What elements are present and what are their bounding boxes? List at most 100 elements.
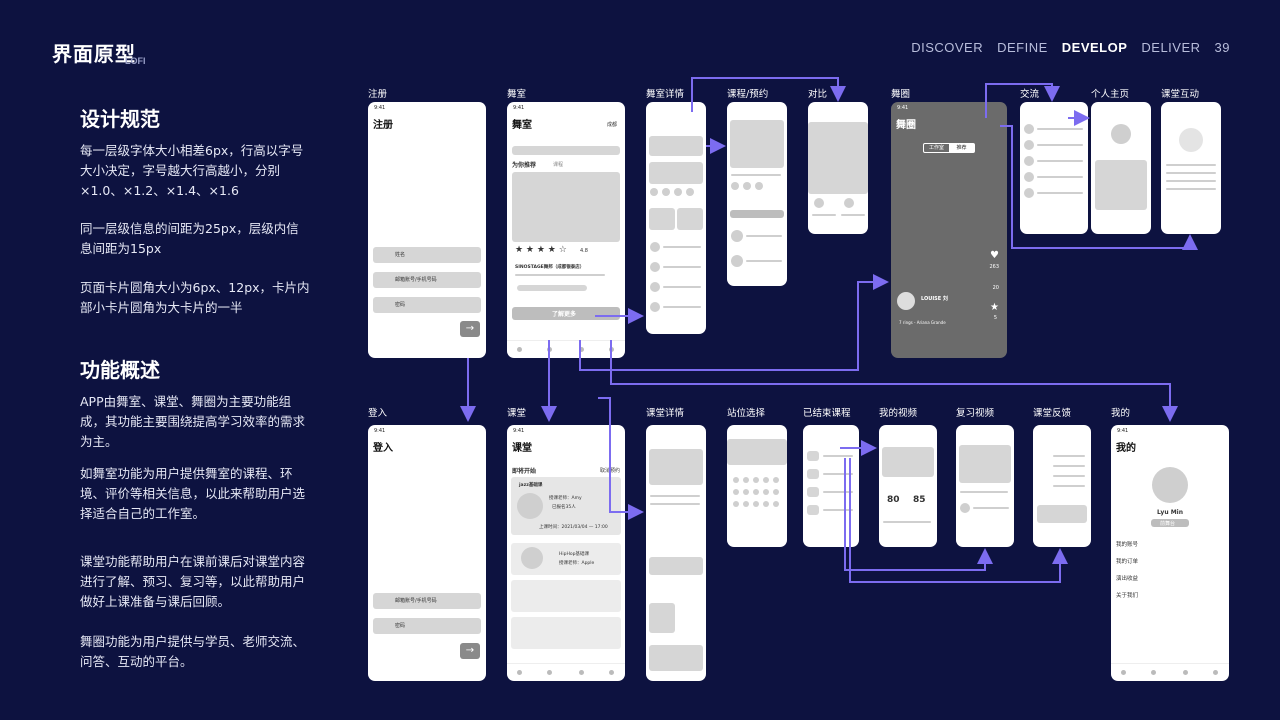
label-chat: 交流 (1020, 89, 1040, 100)
circle-username: LOUISE 刘 (921, 296, 948, 302)
phone-studio-detail (646, 102, 706, 334)
label-profile: 个人主页 (1091, 89, 1130, 100)
studio-more-label: 了解更多 (552, 311, 577, 318)
login-title: 登入 (373, 443, 393, 454)
register-title: 注册 (373, 120, 393, 131)
func-p4: 舞圈功能为用户提供与学员、老师交流、问答、互动的平台。 (80, 634, 306, 669)
classroom-title: 课堂 (512, 443, 532, 454)
func-p3: 课堂功能帮助用户在课前课后对课堂内容进行了解、预习、复习等，以此帮助用户做好上课… (80, 554, 306, 609)
func-heading: 功能概述 (80, 358, 160, 382)
course1-name: jazz基础课 (519, 483, 543, 488)
phone-class-interact (1161, 102, 1221, 234)
name-field[interactable]: 姓名 (373, 247, 481, 263)
email-field[interactable]: 邮箱账号/手机号码 (373, 272, 481, 288)
studio-more-button[interactable]: 了解更多 (512, 307, 620, 320)
circle-tab-studio[interactable]: 工作室 (928, 145, 944, 151)
label-review-video: 复习视频 (956, 408, 995, 419)
mine-stage-label: 前舞台 (1160, 521, 1176, 527)
status-time: 9:41 (897, 105, 909, 111)
phone-mine: 9:41 我的 Lyu Min 前舞台 我的账号 我的订单 演出收益 关于我们 (1111, 425, 1229, 681)
label-my-video: 我的视频 (879, 408, 918, 419)
circle-title: 舞圈 (896, 120, 916, 131)
nav-discover[interactable]: DISCOVER (911, 40, 984, 55)
nav-define[interactable]: DEFINE (997, 40, 1048, 55)
phone-course-booking (727, 102, 787, 286)
studio-tab-course[interactable]: 课程 (553, 162, 564, 168)
phone-circle: 9:41 舞圈 工作室推荐 ♥ 263 20 ★ 5 LOUISE 刘 7 ri… (891, 102, 1007, 358)
name-field-label: 姓名 (395, 252, 406, 258)
studio-rating: 4.8 (580, 248, 588, 254)
course1-time: 上课时间：2021/03/04 — 17:00 (539, 525, 608, 530)
label-feedback: 课堂反馈 (1033, 408, 1072, 419)
menu-about[interactable]: 关于我们 (1116, 593, 1139, 599)
phone-chat (1020, 102, 1088, 234)
design-p3: 页面卡片圆角大小为6px、12px，卡片内部小卡片圆角为大卡片的一半 (80, 280, 310, 315)
circle-music: 7 rings - Ariana Grande (899, 320, 946, 325)
studio-city[interactable]: 成都 (606, 122, 617, 128)
menu-account[interactable]: 我的账号 (1116, 542, 1139, 548)
phone-finished (803, 425, 859, 547)
menu-orders[interactable]: 我的订单 (1116, 559, 1139, 565)
course1-count: 已报名35人 (552, 505, 576, 510)
label-class-interact: 课堂互动 (1161, 89, 1200, 100)
arrow-to-circle (579, 274, 889, 371)
cancel-booking[interactable]: 取消预约 (599, 468, 620, 474)
mine-stage-button[interactable]: 前舞台 (1151, 519, 1189, 527)
circle-tabs[interactable]: 工作室推荐 (923, 143, 975, 153)
menu-earnings[interactable]: 演出收益 (1116, 576, 1139, 582)
score-1: 80 (887, 495, 900, 505)
comments-count: 20 (992, 285, 999, 291)
login-password-label: 密码 (395, 623, 406, 629)
design-p2: 同一层级信息的间距为25px，层级内信息间距为15px (80, 221, 299, 256)
upcoming-heading: 即将开始 (512, 468, 537, 475)
like-icon[interactable]: ♥ (990, 250, 999, 261)
label-class-detail: 课堂详情 (646, 408, 685, 419)
mine-title: 我的 (1116, 443, 1136, 454)
phone-review-video (956, 425, 1014, 547)
nav-develop[interactable]: DEVELOP (1061, 40, 1128, 55)
studio-image (512, 172, 620, 242)
label-classroom: 课堂 (507, 408, 527, 419)
course2-teacher: 授课老师：Apple (559, 561, 595, 566)
status-time: 9:41 (1117, 428, 1129, 434)
login-next-button[interactable]: → (460, 643, 480, 659)
page-title: 界面原型 (52, 42, 136, 66)
course1-teacher: 授课老师：Amy (549, 496, 582, 501)
email-field-label: 邮箱账号/手机号码 (395, 277, 437, 283)
login-email-field[interactable]: 邮箱账号/手机号码 (373, 593, 481, 609)
studio-title: 舞室 (512, 120, 532, 131)
password-field[interactable]: 密码 (373, 297, 481, 313)
label-position: 站位选择 (727, 408, 766, 419)
course2-name: HipHop基础课 (559, 552, 589, 557)
mine-username: Lyu Min (1157, 509, 1183, 516)
phone-login: 9:41 登入 邮箱账号/手机号码 密码 → (368, 425, 486, 681)
phone-classroom: 9:41 课堂 即将开始 取消预约 jazz基础课 授课老师：Amy 已报名35… (507, 425, 625, 681)
label-compare: 对比 (808, 89, 828, 100)
nav-deliver[interactable]: DELIVER (1141, 40, 1201, 55)
status-time: 9:41 (513, 428, 525, 434)
register-next-button[interactable]: → (460, 321, 480, 337)
phone-position (727, 425, 787, 547)
login-email-label: 邮箱账号/手机号码 (395, 598, 437, 604)
score-2: 85 (913, 495, 926, 505)
page-number: 39 (1214, 40, 1230, 55)
status-time: 9:41 (513, 105, 525, 111)
phone-profile (1091, 102, 1151, 234)
studio-name: SINOSTAGE舞邦（成都银泰店） (515, 265, 585, 270)
studio-recommend: 为你推荐 (512, 162, 537, 169)
label-login: 登入 (368, 408, 388, 419)
phone-compare (808, 102, 868, 234)
status-time: 9:41 (374, 105, 386, 111)
circle-tab-recommend[interactable]: 推荐 (949, 144, 974, 152)
label-studio: 舞室 (507, 89, 527, 100)
login-password-field[interactable]: 密码 (373, 618, 481, 634)
star-icon[interactable]: ★ (990, 302, 999, 313)
likes-count: 263 (989, 264, 999, 270)
status-time: 9:41 (374, 428, 386, 434)
label-mine: 我的 (1111, 408, 1131, 419)
label-finished: 已结束课程 (803, 408, 851, 419)
mine-avatar[interactable] (1152, 467, 1188, 503)
phone-my-video: 80 85 (879, 425, 937, 547)
studio-search[interactable] (512, 146, 620, 155)
